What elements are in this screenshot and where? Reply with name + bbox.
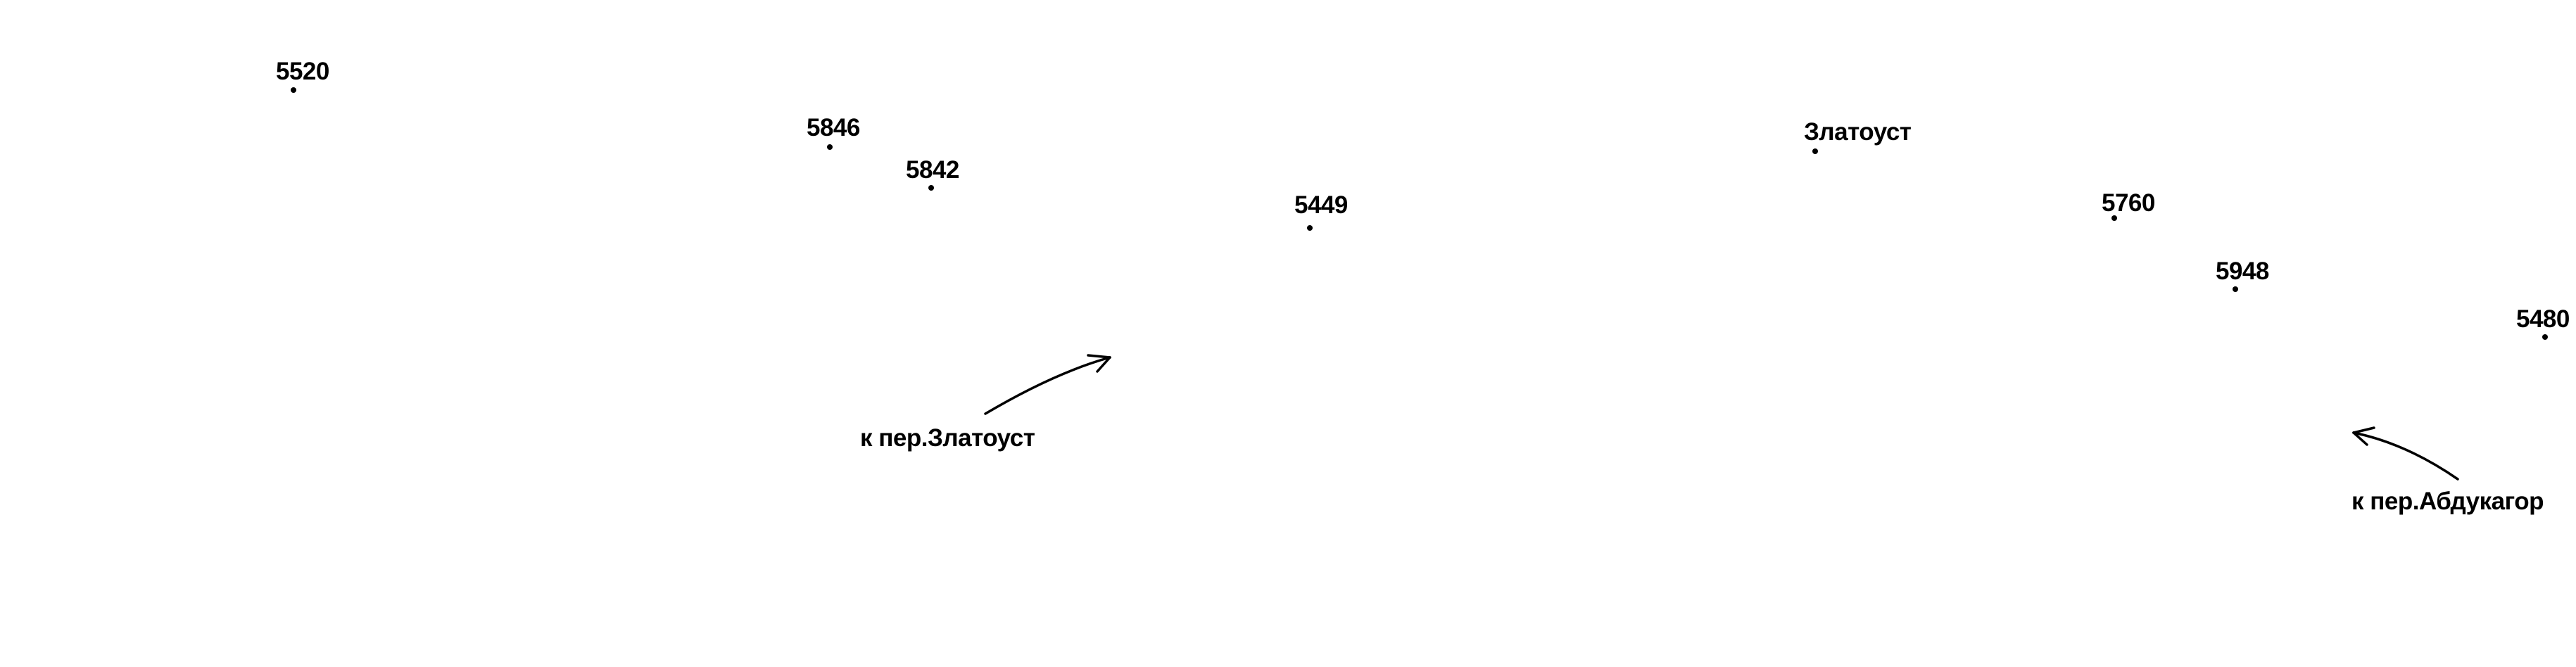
pass-point-marker	[1812, 148, 1818, 154]
elevation-point-marker	[1307, 225, 1313, 231]
elevation-point-marker	[2111, 215, 2117, 221]
elevation-point-marker	[291, 87, 296, 93]
elevation-point-marker	[827, 144, 833, 150]
direction-label-zlatoust: к пер.Златоуст	[860, 424, 1035, 452]
elevation-label: 5948	[2216, 258, 2269, 285]
arrow-to-abdukagor-icon	[2352, 426, 2459, 481]
elevation-label: 5842	[906, 156, 959, 184]
elevation-label: 5520	[276, 58, 329, 85]
arrow-to-zlatoust-icon	[984, 354, 1111, 415]
pass-label: Златоуст	[1804, 118, 1912, 146]
direction-label-abdukagor: к пер.Абдукагор	[2351, 488, 2544, 515]
elevation-point-marker	[2542, 334, 2548, 340]
elevation-label: 5846	[807, 114, 860, 141]
elevation-point-marker	[2233, 286, 2238, 292]
elevation-label: 5480	[2516, 305, 2570, 333]
elevation-point-marker	[928, 185, 934, 191]
elevation-label: 5449	[1294, 191, 1348, 219]
elevation-label: 5760	[2102, 189, 2155, 217]
